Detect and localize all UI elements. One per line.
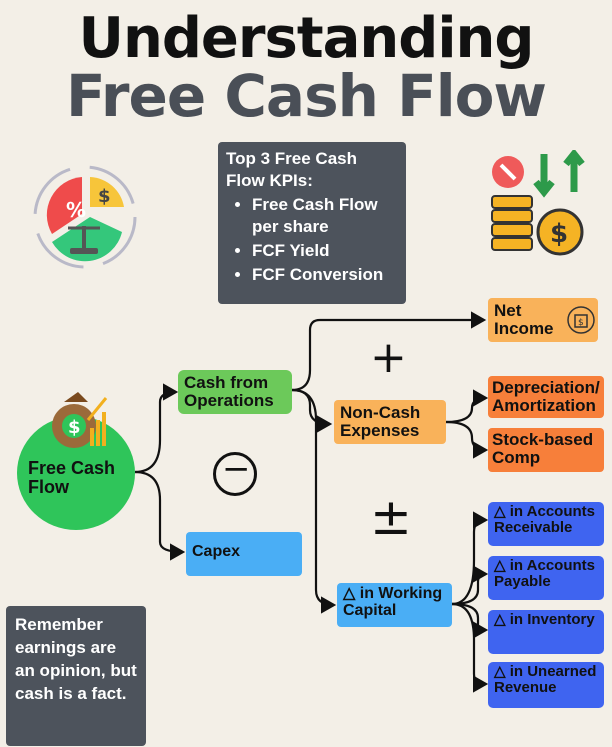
working-capital-node: △ in Working Capital xyxy=(337,583,452,627)
free-cash-flow-label: Free Cash Flow xyxy=(28,458,116,497)
cash-from-operations-node: Cash from Operations xyxy=(178,370,292,414)
coins-arrows-icon: $ xyxy=(491,150,585,256)
plus-minus-operator: ± xyxy=(370,488,412,546)
svg-text:$: $ xyxy=(550,219,568,249)
money-bag-icon: $ xyxy=(52,392,108,448)
svg-text:%: % xyxy=(66,198,86,222)
kpi-item: FCF Yield xyxy=(252,240,398,262)
unearned-revenue-node: △ in Unearned Revenue xyxy=(488,662,604,708)
capex-node: Capex xyxy=(186,532,302,576)
kpi-list: Free Cash Flow per share FCF Yield FCF C… xyxy=(226,194,398,286)
kpi-item: Free Cash Flow per share xyxy=(252,194,398,238)
kpi-heading: Top 3 Free Cash Flow KPIs: xyxy=(226,149,357,191)
income-doc-icon: $ xyxy=(567,306,595,334)
quote-box: Remember earnings are an opinion, but ca… xyxy=(6,606,146,746)
inventory-node: △ in Inventory xyxy=(488,610,604,654)
accounts-receivable-node: △ in Accounts Receivable xyxy=(488,502,604,546)
net-income-node: Net Income xyxy=(488,298,598,342)
accounts-payable-node: △ in Accounts Payable xyxy=(488,556,604,600)
stock-based-comp-node: Stock-based Comp xyxy=(488,428,604,472)
pie-chart-icon: % $ xyxy=(33,165,137,269)
title-line-1: Understanding xyxy=(78,6,534,71)
svg-text:$: $ xyxy=(578,318,584,328)
svg-text:$: $ xyxy=(68,417,81,438)
non-cash-expenses-node: Non-Cash Expenses xyxy=(334,400,446,444)
plus-operator: + xyxy=(370,332,407,383)
title-line-2: Free Cash Flow xyxy=(65,62,547,130)
minus-operator-circle: − xyxy=(213,449,257,496)
depreciation-amortization-node: Depreciation/ Amortization xyxy=(488,376,604,418)
minus-operator: − xyxy=(222,449,251,489)
svg-text:$: $ xyxy=(98,186,111,207)
kpi-item: FCF Conversion xyxy=(252,264,398,286)
kpi-info-box: Top 3 Free Cash Flow KPIs: Free Cash Flo… xyxy=(218,142,406,304)
